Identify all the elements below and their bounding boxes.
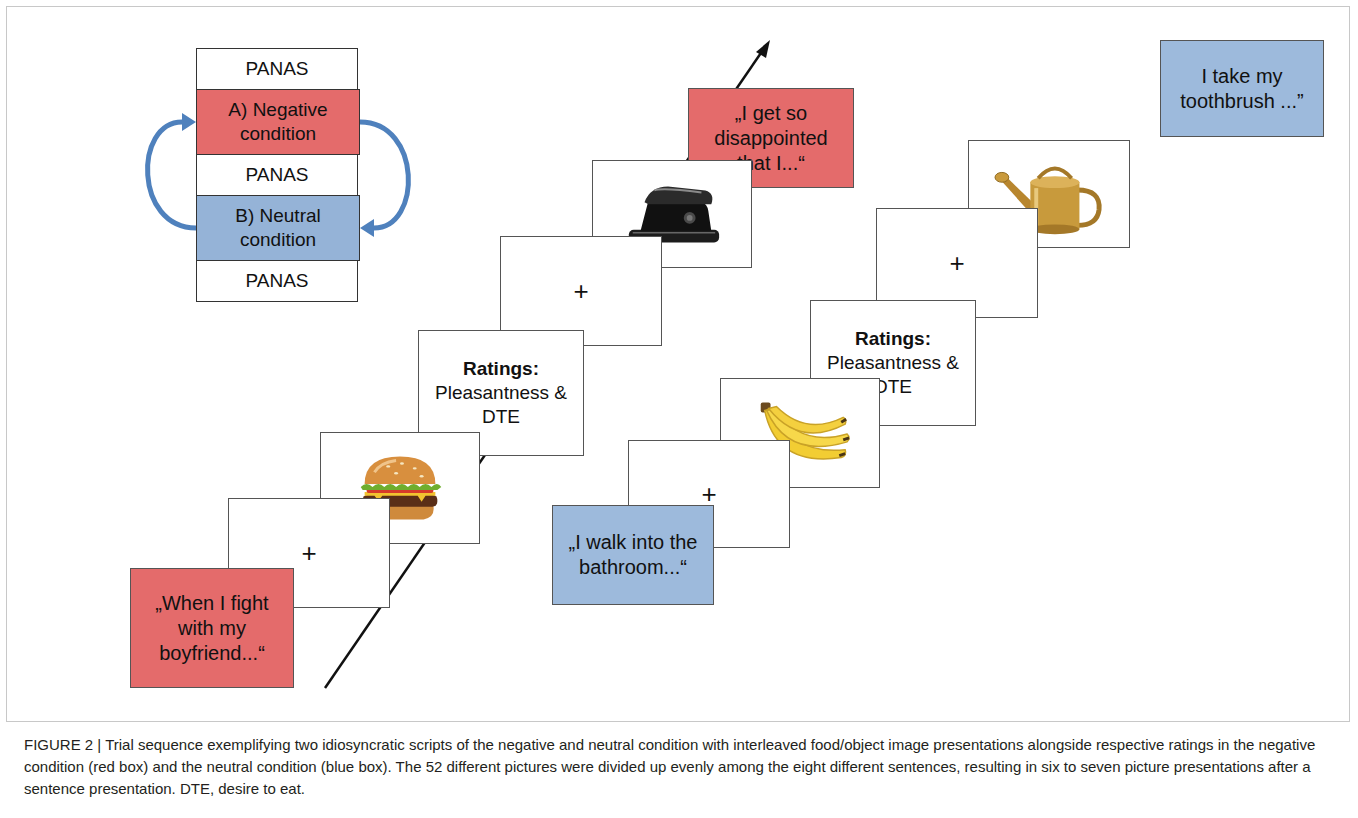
questionnaire-box: PANAS: [196, 154, 358, 196]
condition-box: A) Negative condition: [196, 89, 360, 155]
box-label: PANAS: [245, 57, 308, 81]
arrow-line: [360, 122, 408, 228]
cycle-arrow: [360, 122, 408, 237]
text-wrap: PANAS: [245, 57, 308, 81]
script-sentence-slide: I take my toothbrush ...”: [1160, 40, 1324, 137]
text-wrap: +: [301, 537, 316, 570]
box-label: +: [301, 537, 316, 570]
slide-heading: Ratings:: [427, 357, 575, 381]
questionnaire-box: PANAS: [196, 260, 358, 302]
condition-box: B) Neutral condition: [196, 195, 360, 261]
box-label: A) Negative condition: [205, 98, 351, 146]
cycle-arrow: [148, 113, 196, 228]
box-label: +: [949, 247, 964, 280]
script-sentence-slide: „When I fight with my boyfriend...“: [130, 568, 294, 688]
text-wrap: B) Neutral condition: [205, 204, 351, 252]
box-label: I take my toothbrush ...”: [1169, 64, 1315, 114]
questionnaire-box: PANAS: [196, 48, 358, 90]
text-wrap: +: [949, 247, 964, 280]
box-label: „When I fight with my boyfriend...“: [139, 591, 285, 666]
box-label: B) Neutral condition: [205, 204, 351, 252]
arrow-head: [182, 113, 196, 131]
text-wrap: Ratings:Pleasantness & DTE: [427, 357, 575, 428]
arrow-line: [148, 122, 196, 228]
box-label: Pleasantness & DTE: [427, 381, 575, 429]
figure-caption: FIGURE 2 | Trial sequence exemplifying t…: [24, 734, 1334, 799]
arrow-head: [360, 219, 374, 237]
box-label: PANAS: [245, 269, 308, 293]
text-wrap: PANAS: [245, 163, 308, 187]
text-wrap: I take my toothbrush ...”: [1169, 64, 1315, 114]
box-label: +: [573, 275, 588, 308]
text-wrap: A) Negative condition: [205, 98, 351, 146]
slide-heading: Ratings:: [819, 327, 967, 351]
text-wrap: +: [573, 275, 588, 308]
box-label: PANAS: [245, 163, 308, 187]
box-label: „I walk into the bathroom...“: [561, 530, 705, 580]
text-wrap: PANAS: [245, 269, 308, 293]
script-sentence-slide: „I walk into the bathroom...“: [552, 505, 714, 605]
text-wrap: „When I fight with my boyfriend...“: [139, 591, 285, 666]
text-wrap: „I walk into the bathroom...“: [561, 530, 705, 580]
